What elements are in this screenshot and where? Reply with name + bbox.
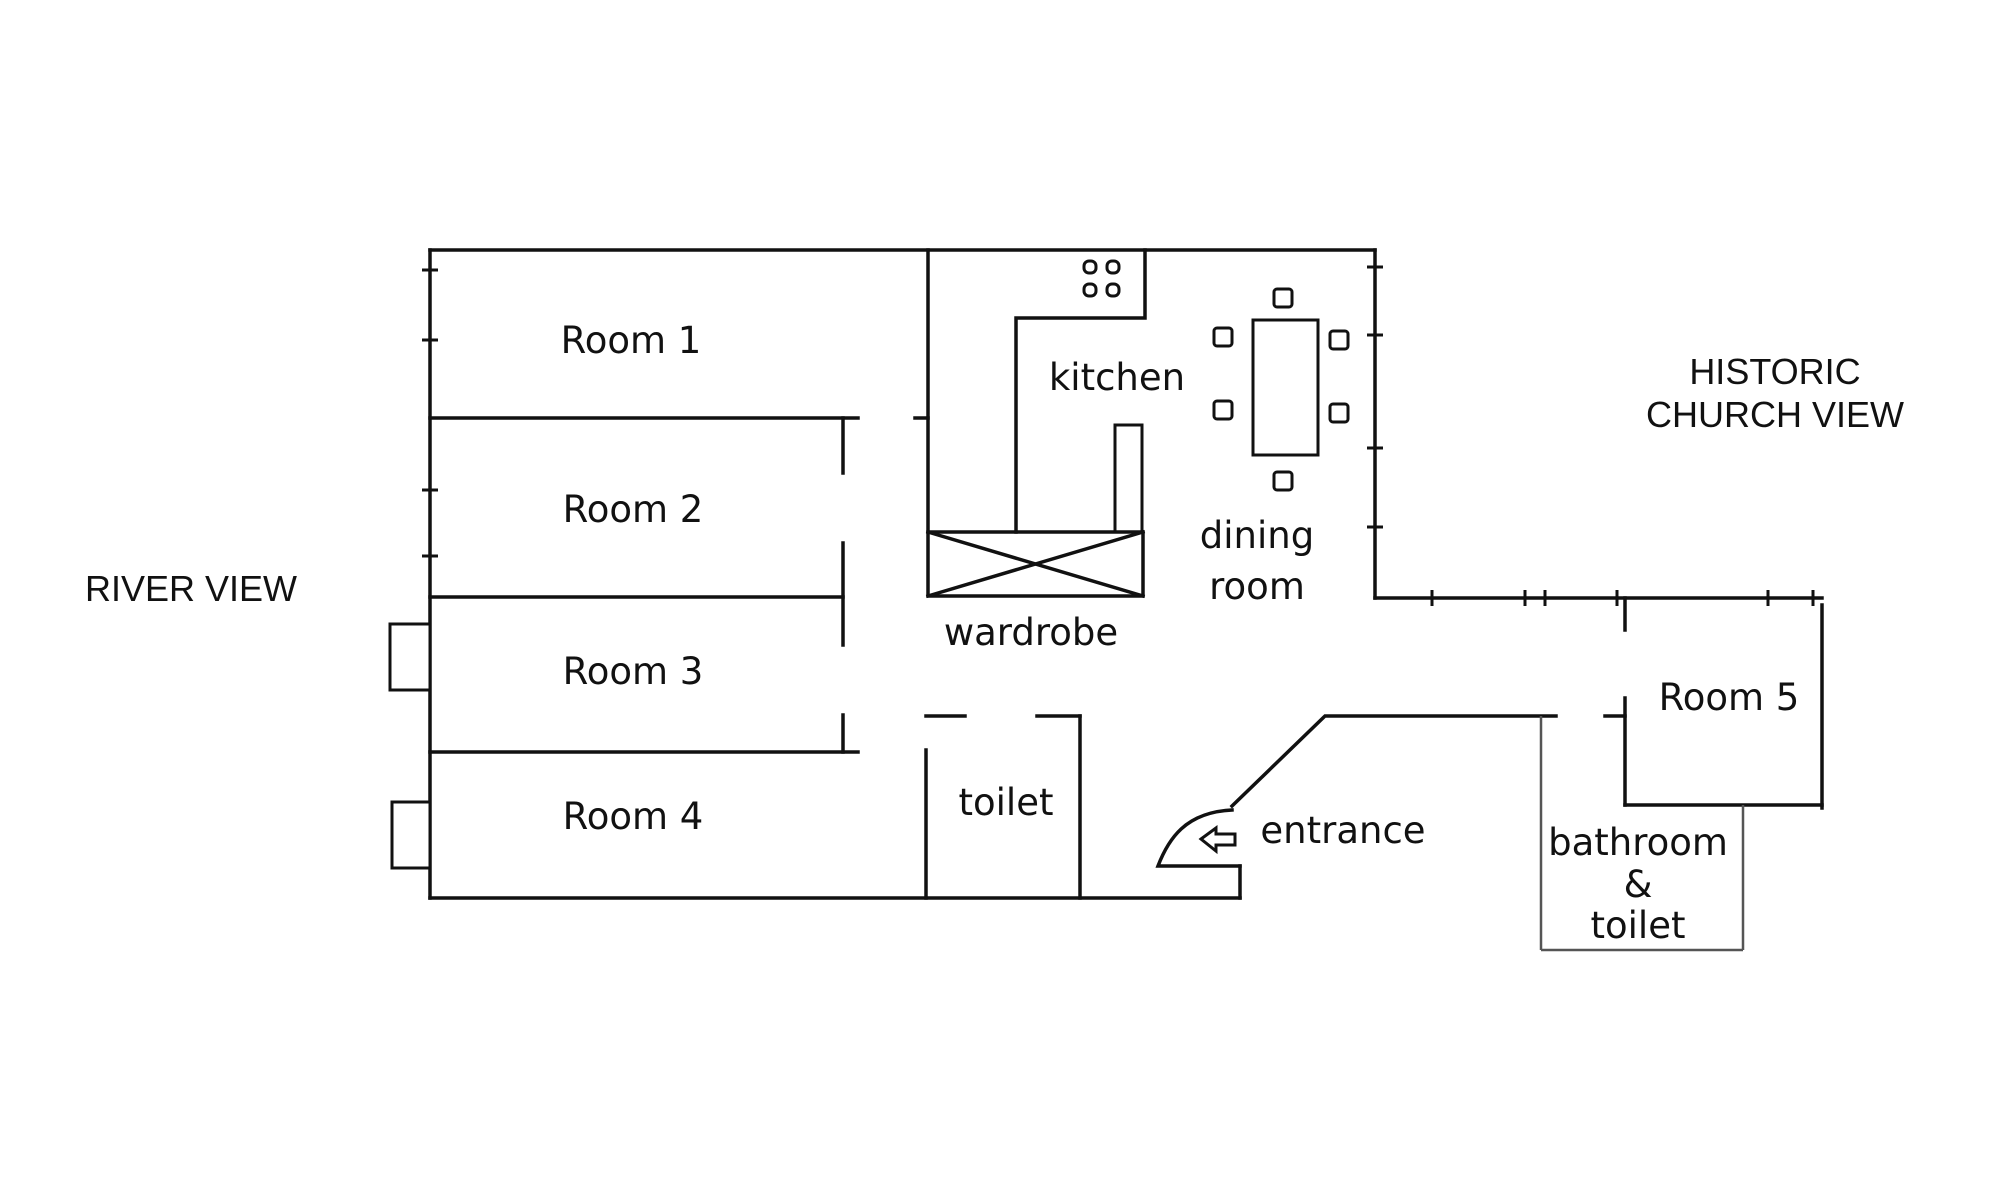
church-view-label-line2: CHURCH VIEW [1646, 394, 1904, 435]
church-view-label-line1: HISTORIC [1689, 351, 1860, 392]
window-ticks [422, 265, 1815, 606]
dining-table-icon [1212, 287, 1350, 492]
balcony-room3 [388, 622, 432, 692]
entrance-walls [1155, 714, 1627, 868]
toilet-label: toilet [959, 781, 1054, 824]
room1-label: Room 1 [561, 319, 702, 362]
room2-label: Room 2 [563, 488, 704, 531]
stove-burners-icon [1082, 259, 1121, 298]
wardrobe-icon [925, 529, 1146, 599]
kitchen-walls [913, 248, 1147, 534]
room4-label: Room 4 [563, 795, 704, 838]
bathroom-label-line3: toilet [1591, 904, 1686, 947]
kitchen-label: kitchen [1049, 356, 1185, 399]
room5-walls [1623, 596, 1824, 807]
bathroom-walls [1539, 716, 1745, 952]
bathroom-label-line2: & [1624, 863, 1653, 906]
toilet-walls [924, 714, 1082, 900]
entrance-label: entrance [1260, 809, 1425, 852]
dining-room-label-line2: room [1209, 565, 1305, 608]
room-partitions [428, 416, 860, 754]
wardrobe-label: wardrobe [944, 611, 1118, 654]
arrow-left-icon [1198, 825, 1237, 855]
outer-walls [428, 248, 1824, 900]
balcony-room4 [390, 800, 432, 870]
room5-label: Room 5 [1659, 676, 1800, 719]
river-view-label: RIVER VIEW [85, 568, 297, 609]
kitchen-counter [1113, 423, 1144, 534]
dining-room-label-line1: dining [1200, 514, 1314, 557]
bathroom-label-line1: bathroom [1548, 821, 1728, 864]
room3-label: Room 3 [563, 650, 704, 693]
